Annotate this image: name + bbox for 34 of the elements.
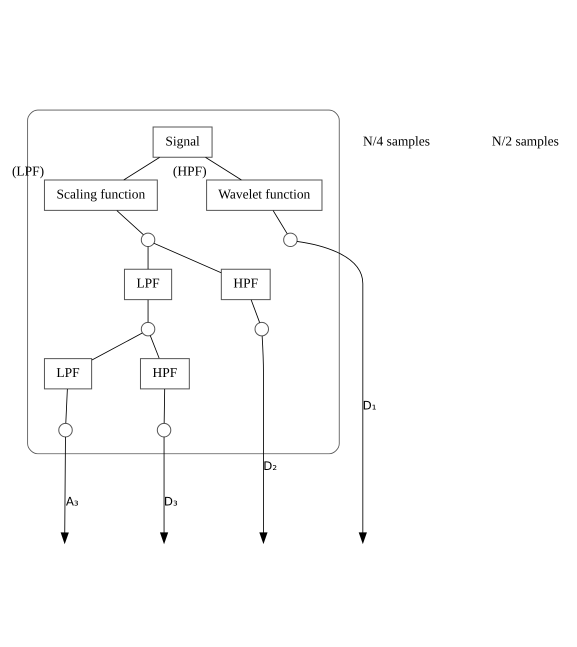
label: N/2 samples xyxy=(492,133,559,148)
connector xyxy=(153,242,222,274)
arrow xyxy=(259,336,268,544)
connector xyxy=(164,388,166,424)
connector xyxy=(250,299,260,323)
node-circle xyxy=(140,232,156,248)
arrow xyxy=(160,436,168,544)
node-circle xyxy=(283,232,298,248)
node-box: LPF xyxy=(44,358,92,390)
connector xyxy=(272,210,288,234)
node-box: Signal xyxy=(152,126,213,158)
node-circle xyxy=(140,322,156,336)
label: N/4 samples xyxy=(363,133,430,148)
arrow xyxy=(296,241,367,544)
node-circle xyxy=(254,322,269,336)
connector xyxy=(205,156,242,180)
node-box: Wavelet function xyxy=(206,180,322,211)
node-box: HPF xyxy=(140,358,190,390)
edge-label: D₁ xyxy=(362,398,376,412)
connector xyxy=(150,335,160,359)
edge-label: D₃ xyxy=(164,494,178,508)
connector xyxy=(65,388,68,424)
node-box: LPF xyxy=(124,268,172,300)
node-box: Scaling function xyxy=(44,180,158,211)
arrow xyxy=(60,436,69,544)
connector xyxy=(123,156,160,180)
edge-label: D₂ xyxy=(263,458,278,473)
edge-label: A₃ xyxy=(66,494,79,508)
node-label: (HPF) xyxy=(172,164,207,179)
connector xyxy=(116,210,144,236)
node-box: HPF xyxy=(220,268,271,300)
node-circle xyxy=(156,422,172,438)
connector xyxy=(92,332,143,360)
node-circle xyxy=(58,422,73,438)
